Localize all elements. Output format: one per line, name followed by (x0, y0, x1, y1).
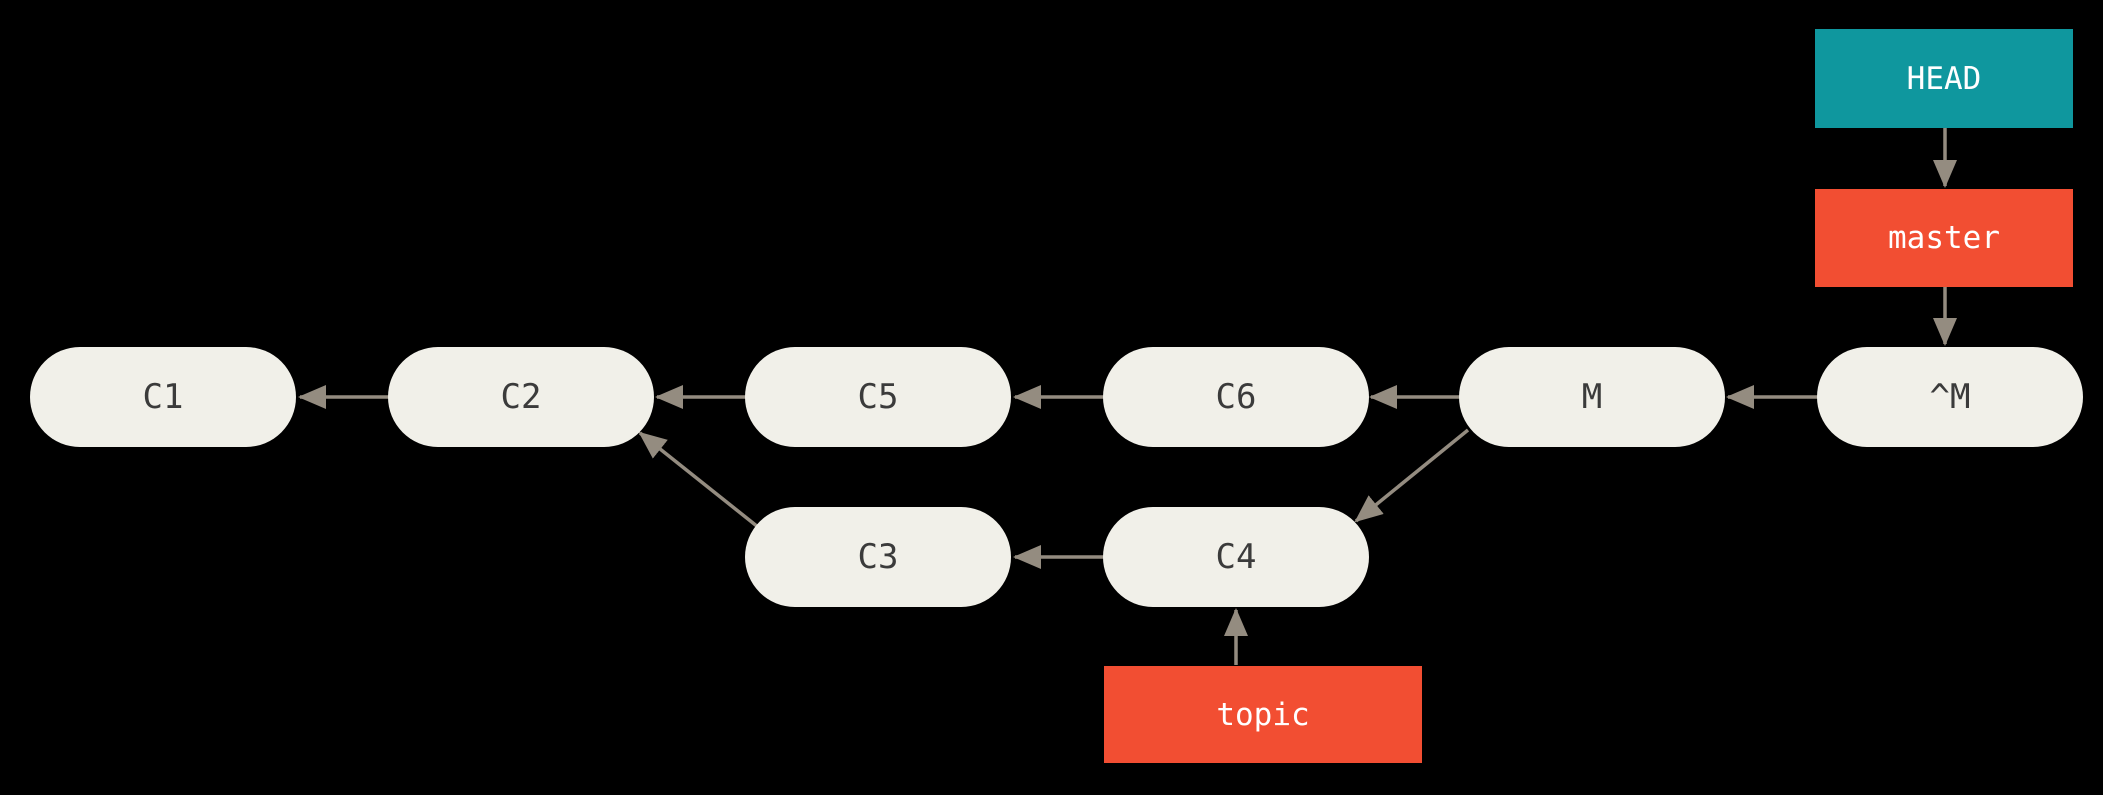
commit-node-c4: C4 (1103, 507, 1369, 607)
edge-c3-to-c2 (638, 431, 760, 529)
commit-node-c3: C3 (745, 507, 1011, 607)
commit-node-c2: C2 (388, 347, 654, 447)
edge-m-to-c4 (1354, 428, 1470, 523)
commit-node-c6: C6 (1103, 347, 1369, 447)
commit-node-c1: C1 (30, 347, 296, 447)
commit-node-revert-m: ^M (1817, 347, 2083, 447)
head-label: HEAD (1815, 29, 2073, 128)
commit-node-m: M (1459, 347, 1725, 447)
branch-label-master: master (1815, 189, 2073, 287)
commit-node-c5: C5 (745, 347, 1011, 447)
branch-label-topic: topic (1104, 666, 1422, 763)
